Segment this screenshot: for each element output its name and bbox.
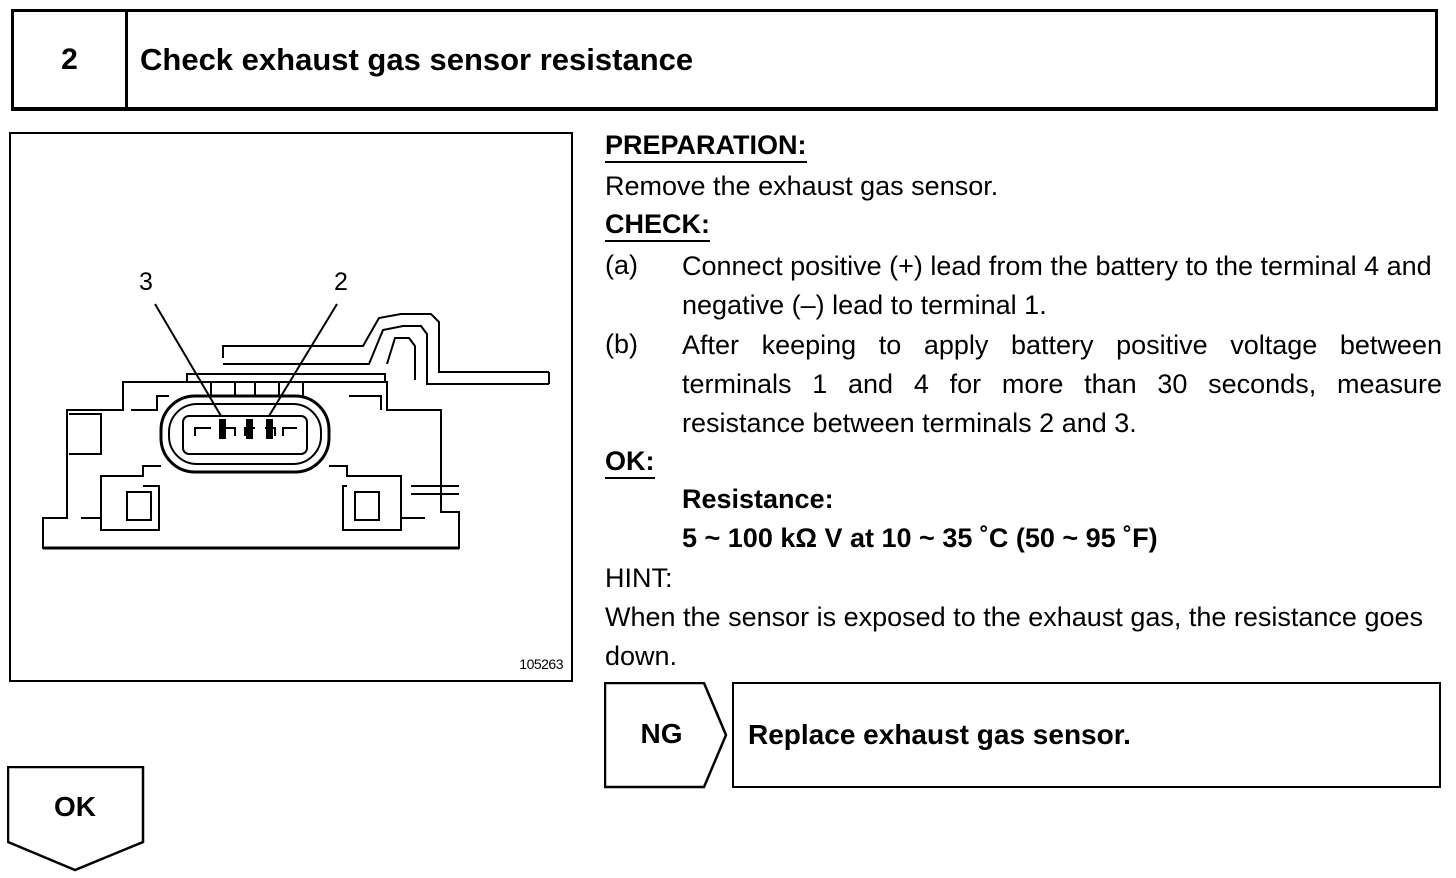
connector-drawing xyxy=(42,303,550,550)
check-heading: CHECK: xyxy=(605,209,710,242)
hint-text: When the sensor is exposed to the exhaus… xyxy=(605,602,1423,671)
figure-id: 105263 xyxy=(519,656,563,672)
terminal-2-label: 2 xyxy=(334,268,348,296)
check-item-a-text: Connect positive (+) lead from the batte… xyxy=(682,251,1432,320)
preparation-heading: PREPARATION: xyxy=(605,130,807,163)
hint-heading: HINT: xyxy=(605,563,673,593)
terminal-3-label: 3 xyxy=(139,268,153,296)
ng-action-box: Replace exhaust gas sensor. xyxy=(732,682,1441,788)
resistance-label: Resistance: xyxy=(682,484,834,514)
preparation-text: Remove the exhaust gas sensor. xyxy=(605,171,999,201)
check-item-b-text: After keeping to apply battery positive … xyxy=(682,330,1442,438)
ok-flow-label: OK xyxy=(54,791,96,822)
ng-label: NG xyxy=(640,718,683,749)
connector-illustration: 3 2 105263 xyxy=(9,132,573,682)
step-number: 2 xyxy=(14,12,128,107)
step-title: Check exhaust gas sensor resistance xyxy=(140,41,694,77)
ng-action-text: Replace exhaust gas sensor. xyxy=(748,719,1131,750)
check-item-a-letter: (a) xyxy=(605,250,638,280)
ng-arrow-tab xyxy=(604,682,728,789)
step-header: 2 Check exhaust gas sensor resistance xyxy=(11,9,1438,111)
check-item-b-letter: (b) xyxy=(605,329,638,359)
resistance-value: 5 ~ 100 kΩ V at 10 ~ 35 ˚C (50 ~ 95 ˚F) xyxy=(682,523,1158,553)
ok-arrow-tab xyxy=(7,766,145,872)
ok-heading: OK: xyxy=(605,446,655,479)
